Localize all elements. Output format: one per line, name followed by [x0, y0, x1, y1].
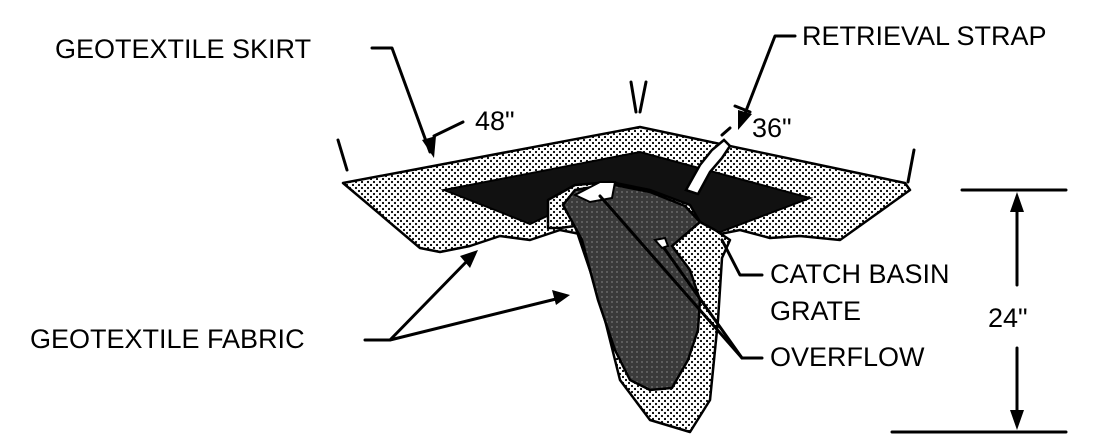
dim-24-label: 24" [988, 303, 1028, 333]
dim-48-line [432, 120, 465, 138]
retrieval-strap [684, 138, 732, 196]
label-grate: GRATE [770, 296, 861, 326]
leader-overflow-2 [662, 246, 744, 360]
label-overflow: OVERFLOW [770, 342, 925, 372]
leader-retrieval-strap [742, 34, 797, 118]
dim-24-arrow-top [1010, 192, 1024, 212]
arrow-geotextile-skirt [422, 136, 436, 158]
grate-opening [572, 181, 617, 204]
leader-geotextile-skirt [370, 46, 432, 154]
tick-right [906, 148, 916, 184]
leader-geotextile-fabric-1 [363, 256, 472, 342]
label-retrieval-strap: RETRIEVAL STRAP [802, 21, 1047, 51]
label-geotextile-fabric: GEOTEXTILE FABRIC [30, 324, 305, 354]
arrow-retrieval-strap [738, 110, 752, 130]
label-catch-basin: CATCH BASIN [770, 259, 950, 289]
dim-36-tick [720, 126, 732, 137]
tick-center-2 [638, 80, 648, 114]
dim-36-label: 36" [752, 113, 792, 143]
label-geotextile-skirt: GEOTEXTILE SKIRT [55, 34, 311, 64]
inner-bag [561, 182, 702, 392]
arrow-geotextile-fabric-1 [460, 250, 478, 268]
overflow-slot [653, 236, 670, 250]
tick-left [336, 138, 349, 172]
arrow-geotextile-fabric-2 [552, 290, 570, 305]
dim-48-label: 48" [475, 106, 515, 136]
leader-geotextile-fabric-2 [388, 296, 562, 342]
leader-catch-basin-grate [720, 238, 764, 277]
tick-center [629, 80, 638, 114]
dim-24-arrow-bottom [1010, 410, 1024, 430]
